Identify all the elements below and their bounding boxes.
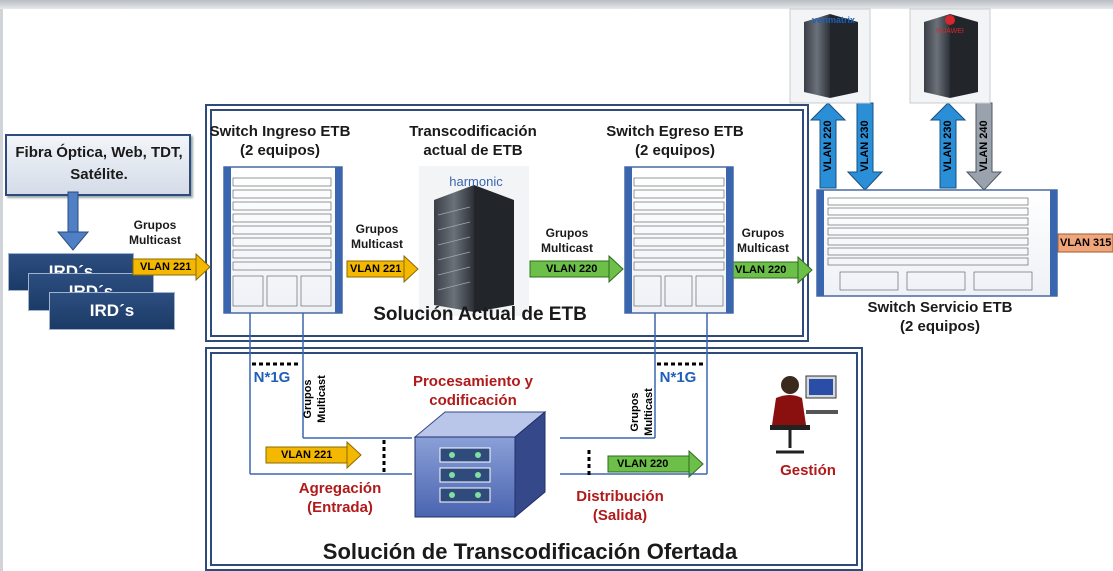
n1g-label-2: N*1G — [659, 369, 697, 386]
vlan220-arrow-1 — [529, 254, 624, 284]
vlan230-up-arrow — [929, 102, 967, 189]
verimatrix-logo-text: verimatrix — [812, 15, 856, 25]
huawei-logo-text: HUAWEI — [936, 28, 964, 35]
vlan220-label-1: VLAN 220 — [546, 263, 598, 275]
vlan220-arrow-3 — [607, 449, 704, 479]
connection-lines — [249, 313, 708, 475]
switch-egreso-label: Switch Egreso ETB (2 equipos) — [606, 123, 744, 159]
vlan315-arrow — [1057, 233, 1113, 253]
top-bar — [0, 0, 1113, 9]
ird-label: IRD´s — [89, 301, 135, 320]
source-down-arrow — [56, 191, 90, 251]
procesamiento-label: Procesamiento y codificación — [412, 373, 534, 409]
harmonic-server-icon — [419, 166, 529, 316]
harmonic-logo-text: harmonic — [449, 174, 503, 189]
vlan221-arrow-1 — [132, 252, 211, 282]
vlan230-down-arrow — [846, 102, 884, 191]
solucion-actual-title: Solución Actual de ETB — [373, 304, 587, 325]
transcodificacion-label: Transcodificación actual de ETB — [409, 123, 537, 159]
grupos-multicast-label-2: Grupos Multicast — [350, 222, 403, 251]
switch-ingreso-device — [223, 166, 343, 314]
distribucion-label: Distribución (Salida) — [576, 488, 664, 524]
vlan221-label-3: VLAN 221 — [281, 449, 333, 461]
switch-servicio-label: Switch Servicio ETB (2 equipos) — [867, 299, 1013, 335]
vlan240-down-arrow — [965, 102, 1003, 191]
vlan220-arrow-2 — [726, 255, 813, 285]
agregacion-label: Agregación (Entrada) — [298, 480, 382, 516]
vlan220-vertical-label: VLAN 220 — [822, 120, 834, 172]
vlan220-label-3: VLAN 220 — [617, 458, 669, 470]
grupos-multicast-vertical-2: Grupos Multicast — [629, 388, 655, 436]
operator-computer-icon — [770, 375, 838, 454]
gestion-label: Gestión — [780, 462, 836, 479]
grupos-multicast-label-3: Grupos Multicast — [540, 226, 593, 255]
verimatrix-server-icon — [789, 8, 871, 104]
left-border — [0, 9, 3, 571]
solucion-ofertada-title: Solución de Transcodificación Ofertada — [322, 539, 738, 564]
vlan221-label-1: VLAN 221 — [140, 261, 192, 273]
vlan230-vertical-label-1: VLAN 230 — [859, 120, 871, 172]
vlan315-label: VLAN 315 — [1060, 237, 1112, 249]
grupos-multicast-label-4: Grupos Multicast — [736, 226, 789, 255]
switch-ingreso-label: Switch Ingreso ETB (2 equipos) — [209, 123, 351, 159]
vlan221-arrow-3 — [265, 440, 362, 470]
huawei-server-icon — [909, 8, 991, 104]
source-box: Fibra Óptica, Web, TDT, Satélite. — [5, 134, 191, 196]
vlan220-up-arrow — [809, 102, 847, 189]
processing-cube-icon — [413, 410, 547, 519]
switch-servicio-device — [816, 189, 1058, 297]
grupos-multicast-label-1: Grupos Multicast — [128, 218, 181, 247]
source-text: Fibra Óptica, Web, TDT, Satélite. — [15, 144, 183, 183]
n1g-label-1: N*1G — [253, 369, 291, 386]
vlan221-label-2: VLAN 221 — [350, 263, 402, 275]
vlan220-label-2: VLAN 220 — [735, 264, 787, 276]
vlan230-vertical-label-2: VLAN 230 — [942, 120, 954, 172]
switch-egreso-device — [624, 166, 734, 314]
ird-box-3: IRD´s — [49, 292, 175, 330]
dotted-markers — [252, 362, 705, 478]
grupos-multicast-vertical-1: Grupos Multicast — [302, 375, 328, 423]
vlan240-vertical-label: VLAN 240 — [978, 120, 990, 172]
vlan221-arrow-2 — [346, 254, 419, 284]
